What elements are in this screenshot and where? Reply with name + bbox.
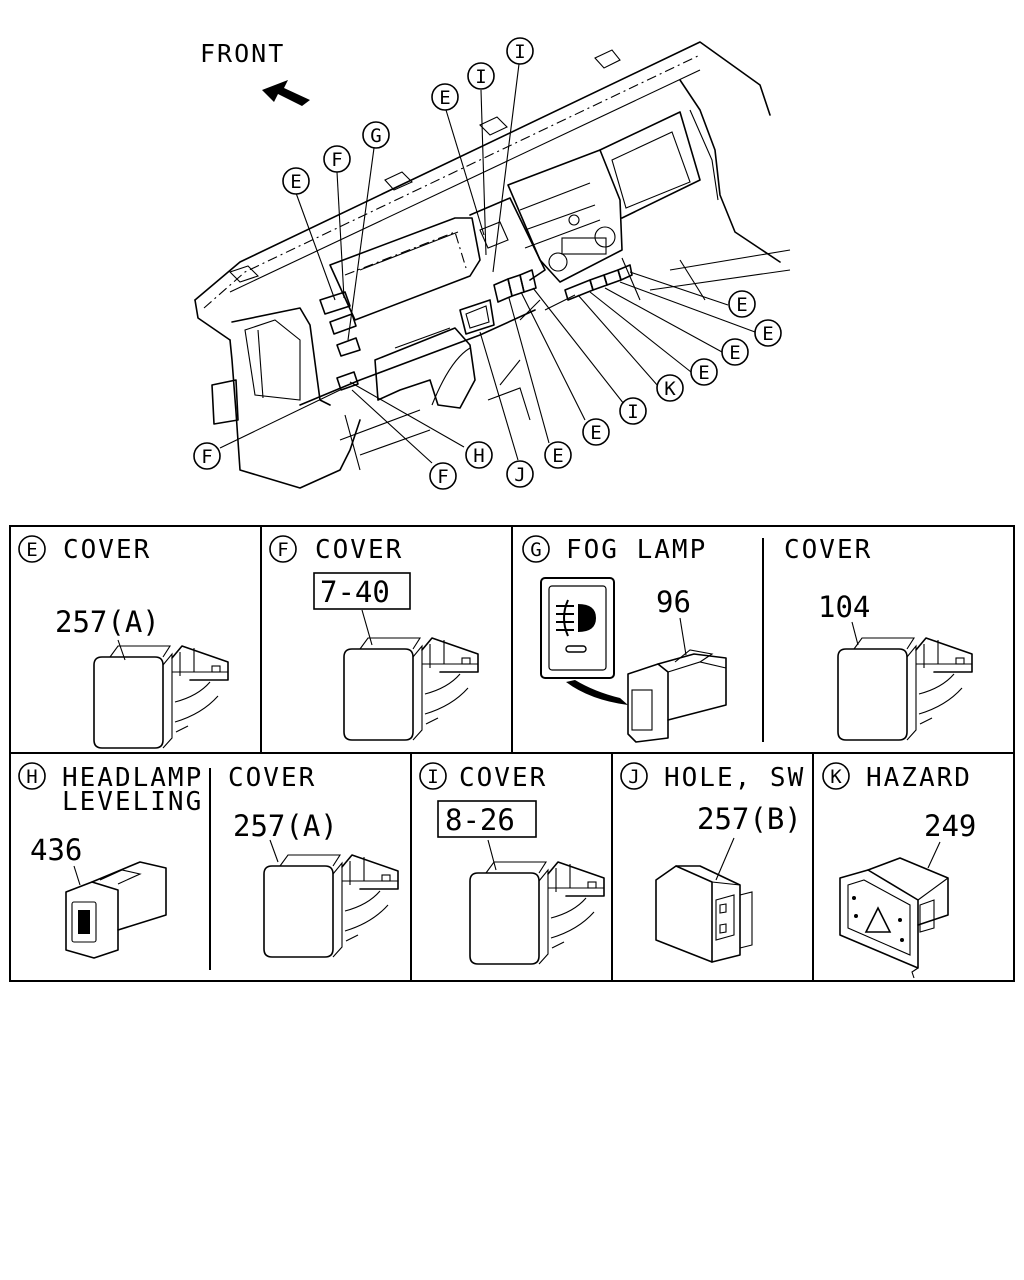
svg-text:G: G [530, 539, 541, 561]
svg-text:COVER: COVER [459, 763, 547, 793]
svg-text:E: E [762, 323, 773, 345]
callout-e: E [282, 167, 310, 195]
callout-h: H [465, 441, 493, 469]
svg-text:COVER: COVER [784, 535, 872, 565]
svg-text:J: J [514, 464, 525, 486]
svg-text:I: I [475, 66, 486, 88]
svg-text:I: I [627, 401, 638, 423]
callout-f: F [193, 442, 221, 470]
dashboard-overview: FRONT [193, 37, 791, 490]
callout-e: E [754, 319, 782, 347]
svg-text:E: E [698, 362, 709, 384]
panel-k-hazard: K HAZARD 249 [822, 762, 976, 979]
callout-i: I [619, 397, 647, 425]
svg-text:G: G [370, 125, 381, 147]
svg-text:257(B): 257(B) [697, 802, 802, 836]
svg-text:F: F [201, 446, 212, 468]
fog-lamp-icon [556, 599, 596, 637]
svg-text:F: F [277, 539, 288, 561]
callout-k: K [656, 374, 684, 402]
svg-text:K: K [830, 766, 842, 788]
svg-text:436: 436 [30, 833, 82, 867]
svg-text:E: E [552, 445, 563, 467]
svg-text:E: E [26, 539, 37, 561]
callout-i: I [467, 62, 495, 90]
svg-text:F: F [437, 466, 448, 488]
svg-text:E: E [736, 294, 747, 316]
svg-text:7-40: 7-40 [320, 575, 390, 609]
hazard-triangle-icon [864, 906, 892, 933]
svg-text:E: E [590, 422, 601, 444]
svg-text:257(A): 257(A) [233, 809, 338, 843]
svg-text:COVER: COVER [315, 535, 403, 565]
panel-j-hole-sw: J HOLE, SW 257(B) [620, 762, 805, 963]
panel-h-headlamp-leveling: H HEADLAMP LEVELING 436 COVER 257(A) [18, 762, 399, 959]
svg-text:249: 249 [924, 809, 976, 843]
svg-text:HAZARD: HAZARD [866, 763, 972, 793]
callout-j: J [506, 460, 534, 488]
svg-text:E: E [729, 342, 740, 364]
callout-f: F [323, 145, 351, 173]
front-label: FRONT [200, 39, 285, 68]
svg-text:H: H [26, 766, 37, 788]
callout-e: E [690, 358, 718, 386]
svg-text:96: 96 [656, 585, 691, 619]
callout-f: F [429, 462, 457, 490]
svg-text:LEVELING: LEVELING [62, 787, 203, 817]
svg-text:E: E [290, 171, 301, 193]
svg-text:H: H [473, 445, 484, 467]
svg-text:COVER: COVER [63, 535, 151, 565]
svg-text:104: 104 [818, 590, 870, 624]
svg-text:FOG LAMP: FOG LAMP [566, 535, 707, 565]
callout-e: E [544, 441, 572, 469]
svg-text:8-26: 8-26 [445, 803, 515, 837]
panel-f-cover: F COVER 7-40 [269, 535, 479, 741]
panel-i-cover: I COVER 8-26 [419, 762, 605, 965]
svg-text:HOLE, SW: HOLE, SW [664, 763, 805, 793]
svg-text:I: I [427, 766, 438, 788]
panel-e-cover: E COVER 257(A) [18, 535, 229, 749]
callout-e: E [728, 290, 756, 318]
callout-i: I [506, 37, 534, 65]
callout-g: G [362, 121, 390, 149]
callout-e: E [431, 83, 459, 111]
svg-text:K: K [664, 378, 676, 400]
svg-text:I: I [514, 41, 525, 63]
front-arrow-icon [262, 80, 310, 106]
panel-g-fog-lamp: G FOG LAMP 96 COVER 104 [522, 535, 973, 743]
svg-text:COVER: COVER [228, 763, 316, 793]
svg-text:HEADLAMP: HEADLAMP [62, 763, 203, 793]
callout-e: E [582, 418, 610, 446]
svg-text:F: F [331, 149, 342, 171]
svg-text:J: J [628, 766, 639, 788]
svg-text:E: E [439, 87, 450, 109]
svg-text:257(A): 257(A) [55, 605, 160, 639]
callout-e: E [721, 338, 749, 366]
parts-table [9, 525, 1015, 982]
